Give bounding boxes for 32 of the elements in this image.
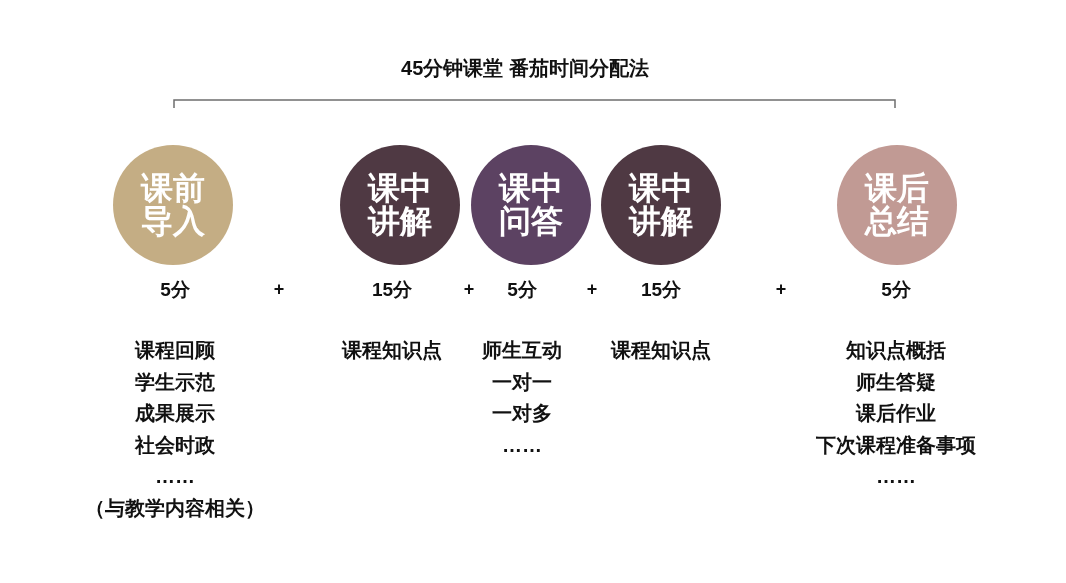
list-item: 师生互动 (482, 338, 562, 362)
list-item: 课程知识点 (342, 338, 442, 362)
stage-label: 课中讲解 (628, 172, 694, 238)
list-item: 知识点概括 (846, 338, 946, 362)
list-item: 课程回顾 (135, 338, 215, 362)
list-item: 成果展示 (135, 401, 215, 426)
list-item: …… (155, 464, 195, 489)
list-item: 课后作业 (856, 401, 936, 426)
list-item: 一对一 (492, 369, 552, 394)
plus-sign: + (463, 279, 475, 301)
plus-sign: + (775, 279, 787, 301)
title: 45分钟课堂 番茄时间分配法 (401, 56, 649, 80)
list-item: 师生答疑 (856, 369, 936, 394)
duration-label: 5分 (160, 278, 190, 302)
plus-sign: + (273, 279, 285, 301)
stage-label: 课中讲解 (367, 172, 433, 238)
list-item: …… (502, 432, 542, 457)
duration-label: 15分 (371, 278, 413, 302)
duration-label: 5分 (881, 278, 911, 302)
stage-label: 课中问答 (498, 172, 564, 238)
list-item: 学生示范 (135, 369, 215, 394)
stage-label: 课前导入 (140, 172, 206, 238)
list-item: …… (876, 464, 916, 489)
list-item: （与教学内容相关） (85, 496, 265, 520)
list-item: 一对多 (492, 401, 552, 426)
plus-sign: + (586, 279, 598, 301)
list-item: 课程知识点 (611, 338, 711, 362)
stage-label: 课后总结 (864, 172, 930, 238)
list-item: 下次课程准备事项 (816, 432, 976, 457)
duration-label: 15分 (640, 278, 682, 302)
list-item: 社会时政 (135, 432, 215, 457)
duration-label: 5分 (507, 278, 537, 302)
